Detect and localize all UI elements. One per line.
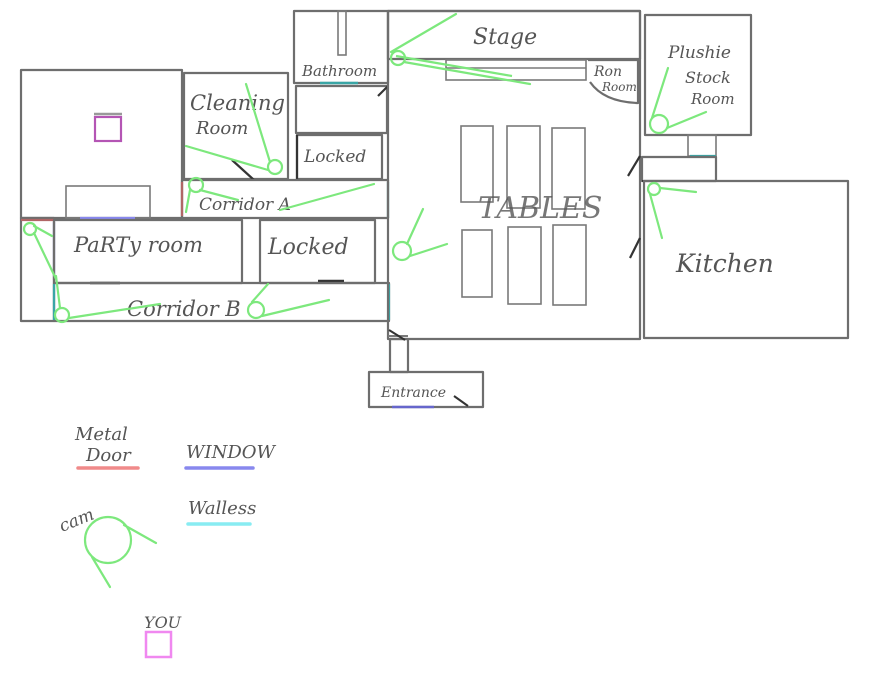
corridor-a[interactable]: Corridor A: [180, 178, 390, 220]
party-room[interactable]: PaRTy room: [52, 218, 244, 285]
small-room-top[interactable]: [294, 84, 389, 135]
kitchen-label: Kitchen: [675, 249, 774, 278]
ron-room-label-2: Room: [601, 80, 637, 94]
legend-window: WINDOW: [184, 442, 277, 470]
locked-top-label: Locked: [303, 147, 366, 167]
plushie-label-1: Plushie: [667, 43, 731, 63]
security-camera-icon[interactable]: [646, 181, 698, 240]
legend-cam: cam: [56, 505, 158, 589]
entrance-label: Entrance: [380, 385, 446, 401]
cleaning-room[interactable]: Cleaning Room: [182, 71, 290, 181]
camera-group: [22, 12, 708, 324]
security-camera-icon[interactable]: [22, 221, 58, 281]
purple-marker: [93, 115, 123, 143]
plushie-label-2: Stock: [685, 68, 731, 87]
locked-mid-label: Locked: [267, 235, 349, 260]
legend-walless-label: Walless: [188, 498, 256, 519]
corridor-b-label: Corridor B: [127, 297, 241, 321]
plushie-stock-room[interactable]: Plushie Stock Room: [643, 13, 753, 158]
plushie-label-3: Room: [690, 90, 735, 108]
legend: Metal Door WINDOW cam Walless YOU: [56, 424, 277, 659]
purple-room[interactable]: [19, 68, 184, 220]
locked-room-top[interactable]: Locked: [295, 133, 384, 181]
security-camera-icon[interactable]: [391, 207, 449, 262]
legend-metal-door: Metal Door: [74, 424, 140, 470]
cleaning-label-2: Room: [195, 118, 248, 139]
corridor-a-label: Corridor A: [199, 195, 291, 215]
kitchen-connector[interactable]: [640, 155, 718, 183]
security-camera-icon: [83, 515, 158, 589]
legend-you-label: YOU: [144, 613, 182, 632]
security-camera-icon[interactable]: [648, 66, 708, 135]
bathroom-room[interactable]: Bathroom: [292, 9, 390, 85]
security-camera-icon[interactable]: [389, 12, 532, 86]
security-camera-icon[interactable]: [53, 274, 162, 324]
tables-label: TABLES: [478, 191, 602, 226]
entrance-room[interactable]: Entrance: [367, 329, 485, 409]
security-camera-icon[interactable]: [184, 82, 284, 176]
player-position-icon: [144, 630, 173, 659]
stage-label: Stage: [473, 25, 537, 50]
legend-cam-label: cam: [56, 505, 97, 537]
legend-window-label: WINDOW: [186, 442, 277, 463]
kitchen-room[interactable]: Kitchen: [642, 179, 850, 340]
corridor-b[interactable]: Corridor B: [52, 281, 391, 323]
main-hall[interactable]: TABLES: [386, 9, 642, 341]
party-room-label: PaRTy room: [73, 233, 203, 257]
locked-room-mid[interactable]: Locked: [258, 218, 377, 285]
legend-you: YOU: [144, 613, 182, 659]
legend-metal-door-label-1: Metal: [74, 424, 128, 445]
ron-room[interactable]: Ron Room: [588, 58, 640, 105]
security-camera-icon[interactable]: [184, 176, 376, 214]
legend-metal-door-label-2: Door: [85, 445, 132, 466]
security-camera-icon[interactable]: [246, 282, 331, 320]
bathroom-label: Bathroom: [301, 62, 377, 80]
ron-room-label-1: Ron: [593, 64, 622, 80]
cleaning-label-1: Cleaning: [190, 91, 285, 115]
legend-walless: Walless: [186, 498, 256, 526]
